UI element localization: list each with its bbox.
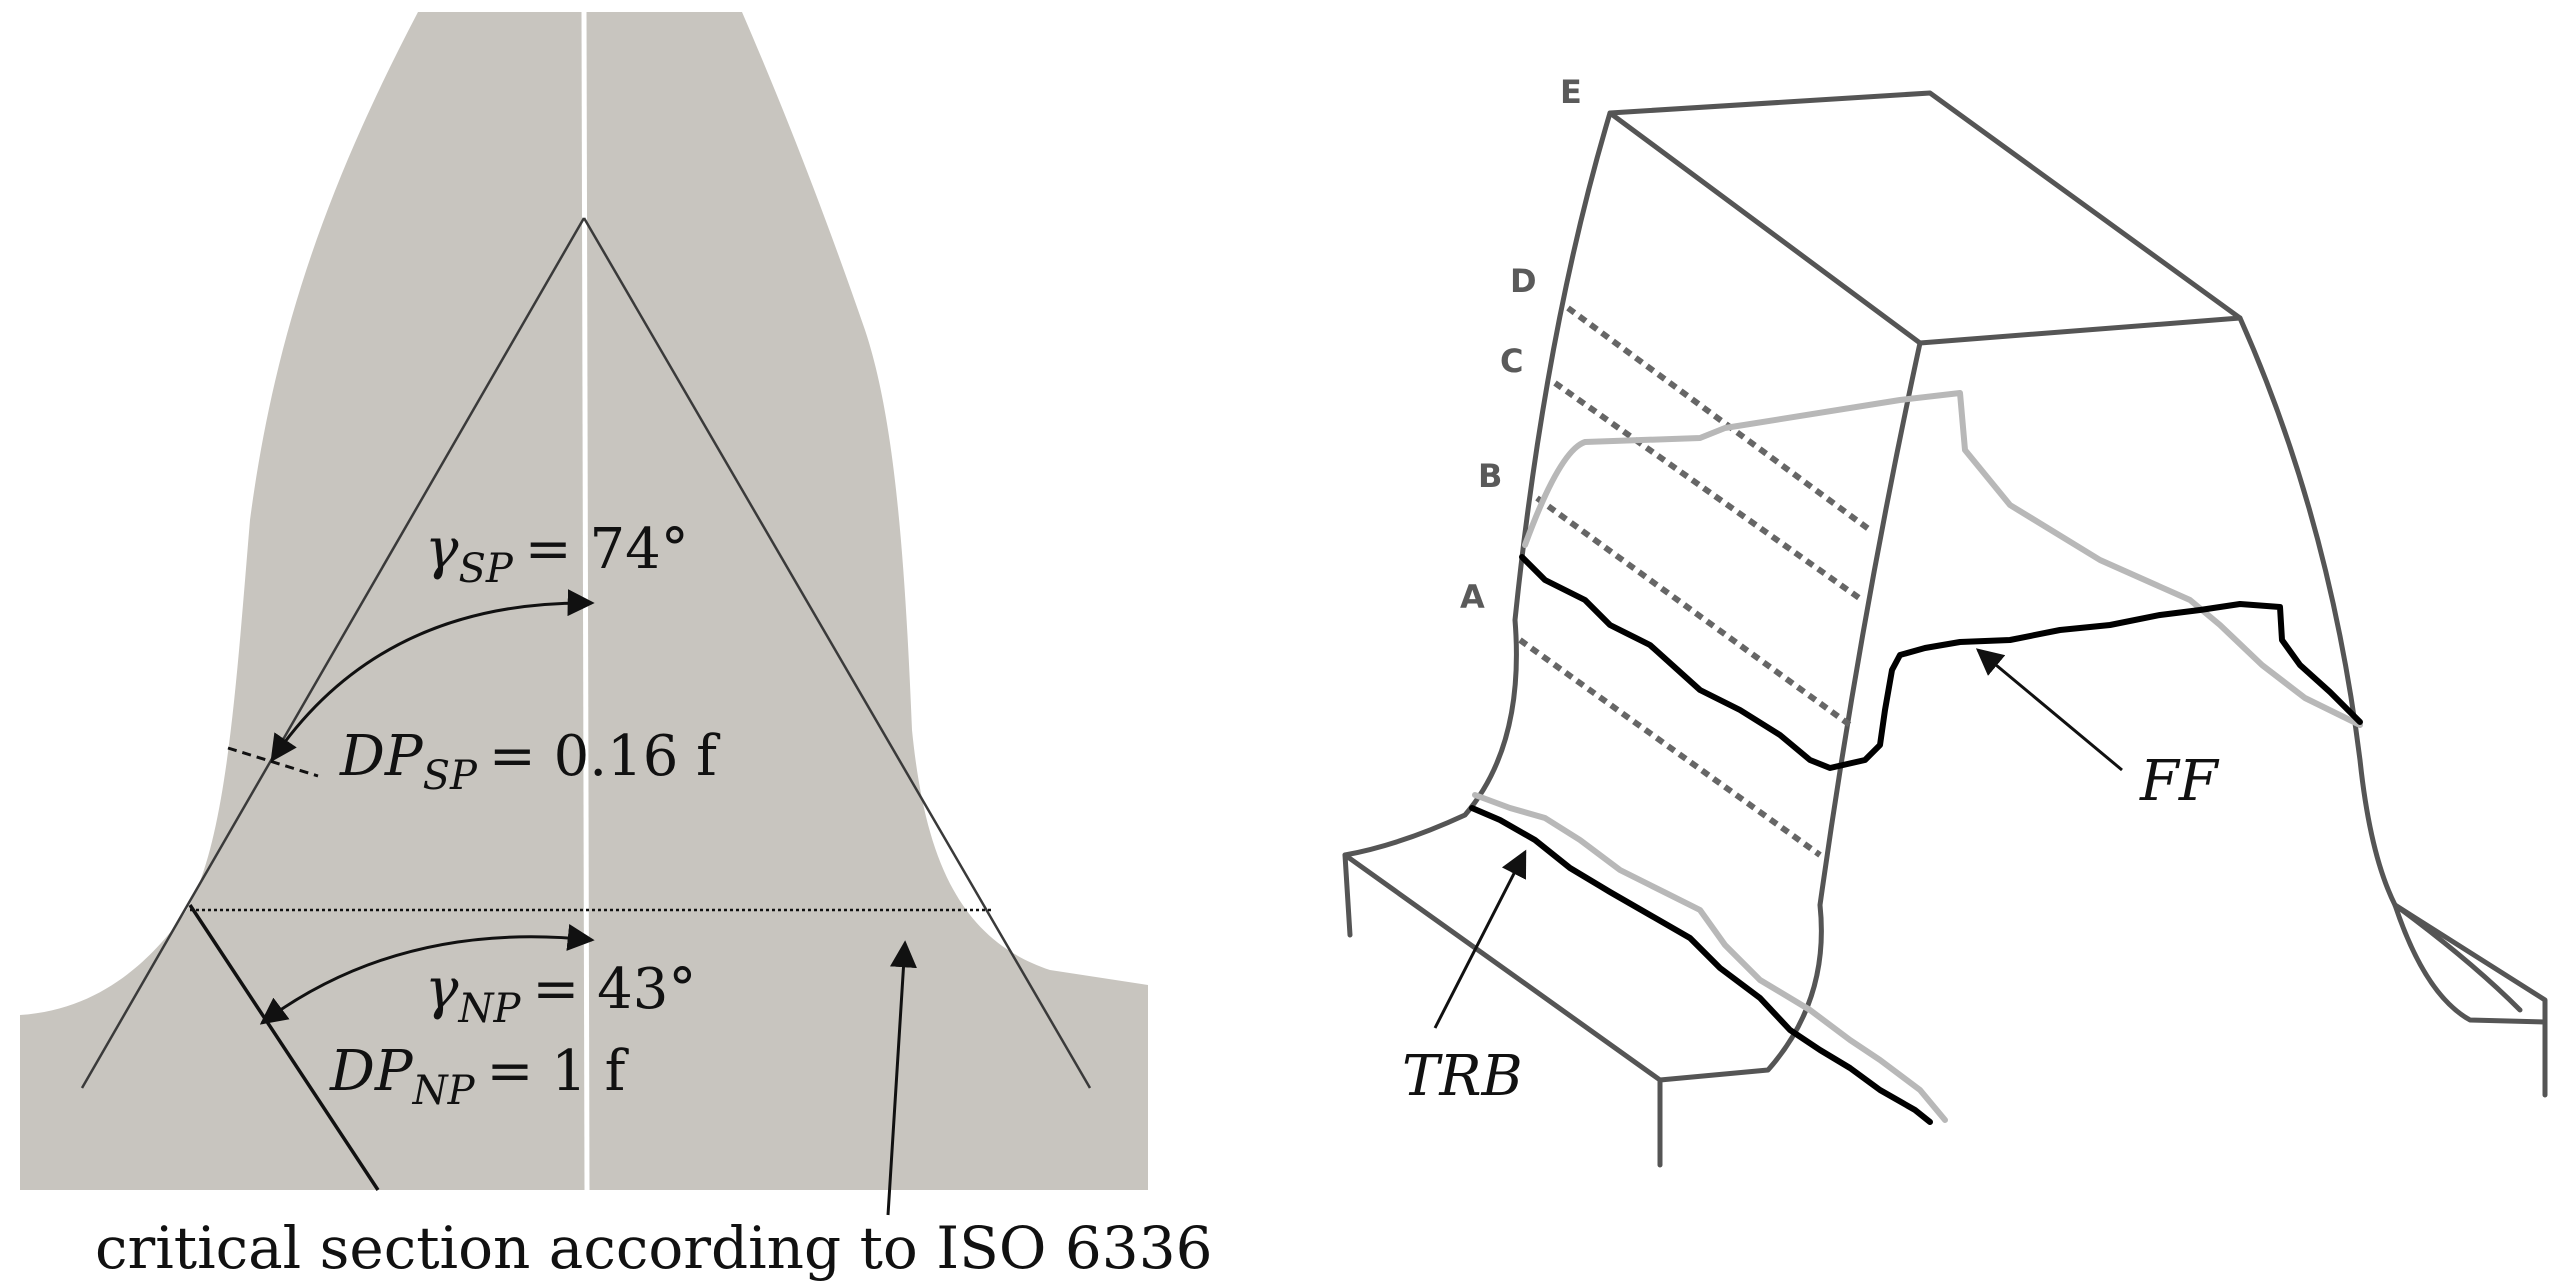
point-label-b: B (1478, 457, 1502, 495)
gamma-np-label: γNP= 43° (425, 957, 696, 1032)
crack-light-upper (1522, 390, 2363, 728)
gamma-sp-label: γSP= 74° (425, 517, 689, 592)
spar-line-right (582, 217, 1092, 1089)
dp-np-label: DPNP= 1 f (329, 1039, 630, 1114)
back-root-fillet (2392, 902, 2523, 1013)
dp-sp-label: DPSP= 0.16 f (339, 724, 721, 799)
line-c (1553, 380, 1864, 603)
base-right-block (2392, 902, 2548, 1098)
base-left-block (1342, 852, 1663, 1168)
crack-dark-root (1469, 805, 1933, 1125)
trb-pointer-arrow (1433, 849, 1527, 1029)
crack-paths (1469, 390, 2363, 1125)
point-label-c: C (1500, 342, 1523, 380)
tooth-front-flank-left (1342, 110, 1613, 858)
gamma-np-arc (259, 924, 595, 1025)
point-label-d: D (1510, 262, 1537, 300)
line-a (1518, 637, 1822, 858)
line-d (1566, 305, 1872, 533)
point-label-e: E (1560, 73, 1582, 111)
line-b (1535, 495, 1852, 728)
crack-dark-upper (1519, 554, 2363, 771)
tooth-front-flank-right (1657, 340, 1923, 1083)
trb-label: TRB (1402, 1044, 1523, 1109)
crack-light-root (1472, 792, 1948, 1123)
tooth-back-flank (2237, 315, 2548, 1025)
reference-lines (1518, 305, 1872, 858)
caption-pointer-arrow (886, 940, 917, 1216)
point-label-a: A (1460, 578, 1485, 616)
gamma-sp-arc (270, 589, 595, 763)
ff-pointer-arrow (1975, 648, 2123, 772)
ff-label: FF (2139, 749, 2220, 814)
right-annotations: FF TRB E D C B A (1402, 73, 2220, 1109)
normal-line (188, 904, 380, 1191)
right-tooth-diagram (1342, 90, 2548, 1168)
tooth-top-face (1607, 90, 2243, 346)
iso-caption: critical section according to ISO 6336 (95, 1214, 1213, 1282)
left-tooth-diagram: γSP= 74° DPSP= 0.16 f γNP= 43° DPNP= 1 f… (20, 11, 1213, 1282)
